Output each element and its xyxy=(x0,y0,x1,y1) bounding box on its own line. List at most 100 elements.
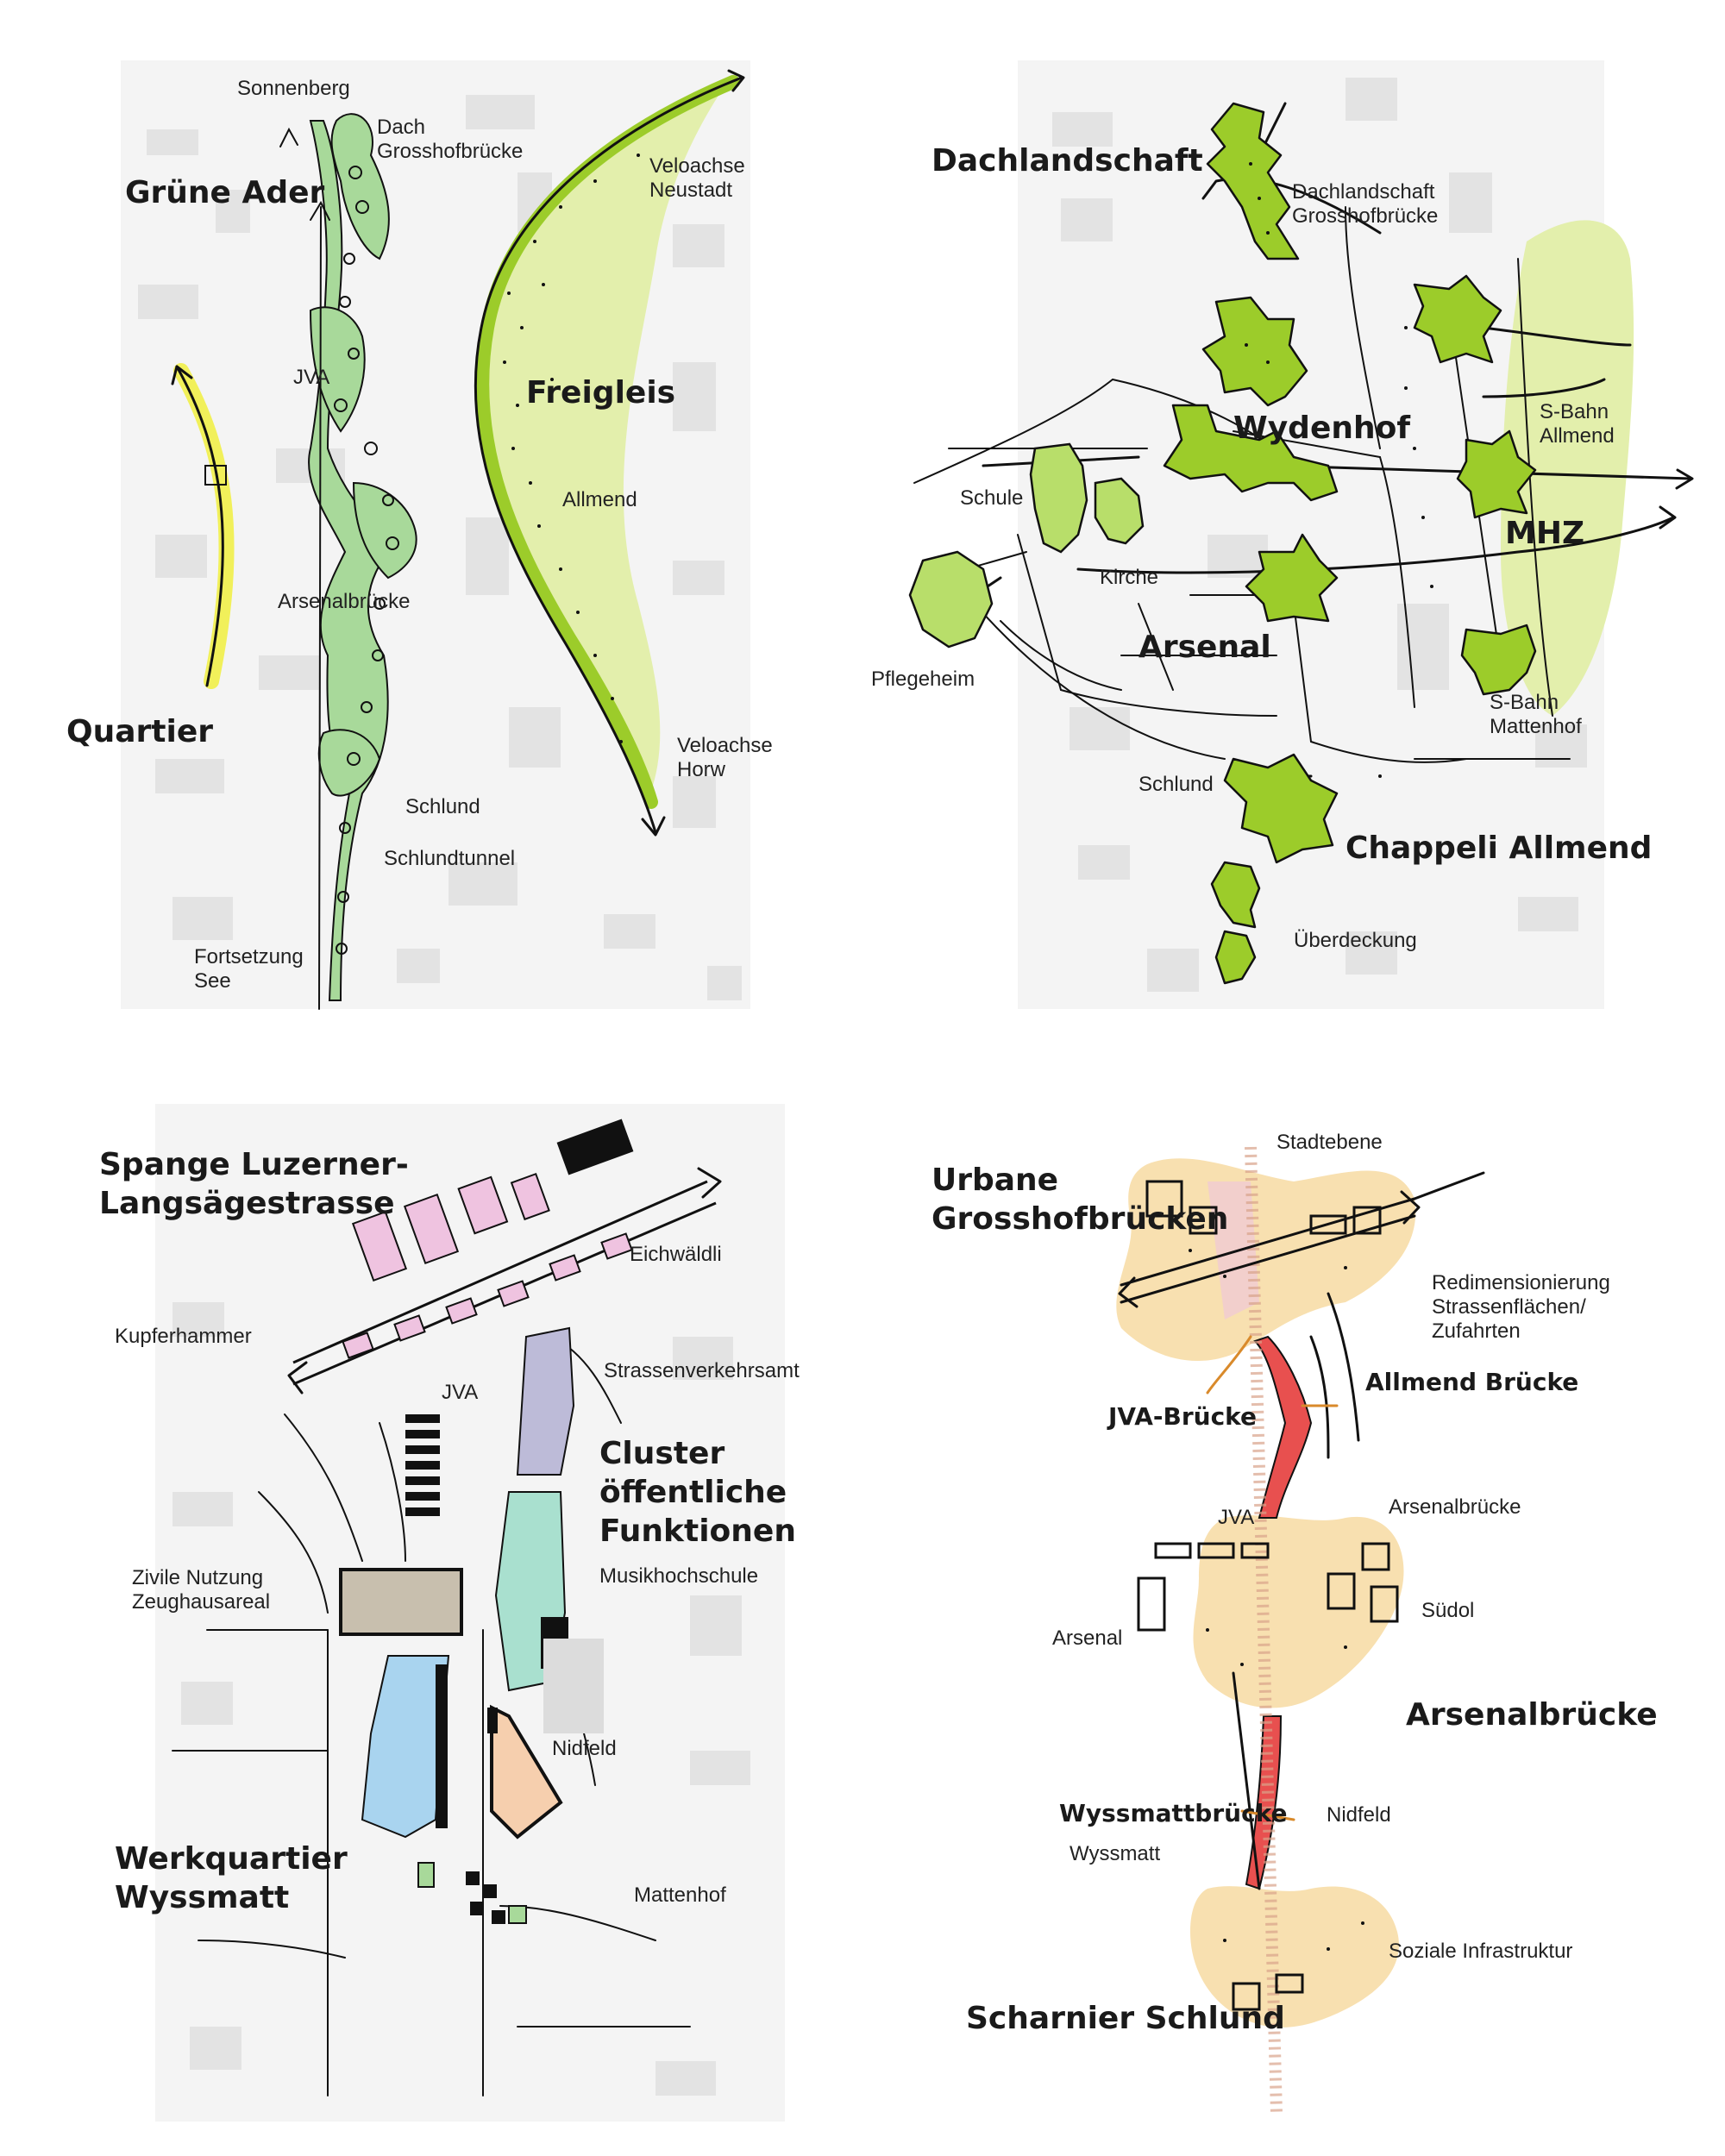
label-jva: JVA xyxy=(442,1381,478,1404)
roof-garden-mattenhof xyxy=(1460,624,1537,696)
label-stadtebene: Stadtebene xyxy=(1276,1131,1383,1154)
label-musikhochschule: Musikhochschule xyxy=(599,1564,758,1588)
label-zivile-line2: Zeughausareal xyxy=(132,1590,270,1614)
gruene-ader-arrow-head-top xyxy=(279,127,298,147)
title-cluster-line1: Cluster xyxy=(599,1436,724,1471)
gruene-ader-jva-blob xyxy=(309,306,366,433)
small-blocks xyxy=(466,1708,505,1924)
freigleis-edge-arrow xyxy=(474,76,743,834)
title-spange-line2: Langsägestrasse xyxy=(99,1186,395,1221)
dot-stipple xyxy=(1189,1249,1364,1951)
label-nidfeld: Nidfeld xyxy=(552,1737,617,1760)
zeughausareal-area xyxy=(339,1568,463,1636)
zone-schlund xyxy=(1190,1886,1399,2028)
orange-arrows xyxy=(1206,1335,1339,1821)
label-fortsetzung-line1: Fortsetzung xyxy=(194,945,304,968)
label-veloachse-neustadt-line1: Veloachse xyxy=(649,154,745,178)
jva-block xyxy=(405,1414,440,1516)
label-arsenal: Arsenal xyxy=(1052,1626,1122,1650)
dot-marks xyxy=(1245,162,1433,778)
label-suedol: Südol xyxy=(1421,1599,1474,1622)
map-gruene-ader: Grüne Ader Freigleis Quartier Sonnenberg… xyxy=(66,60,773,1010)
gruene-ader-arrow-head xyxy=(310,200,330,221)
bridge-allmend-red xyxy=(1253,1335,1313,1519)
spange-arrow-head xyxy=(697,1167,722,1199)
map-background xyxy=(155,1104,785,2122)
map-dachlandschaft: Dachlandschaft Wydenhof MHZ Arsenal Chap… xyxy=(871,60,1694,1009)
label-schule: Schule xyxy=(960,486,1023,510)
label-redimensionierung-line3: Zufahrten xyxy=(1432,1319,1521,1343)
panel-spange-cluster: Spange Luzerner- Langsägestrasse Cluster… xyxy=(0,1078,862,2156)
title-chappeli-allmend: Chappeli Allmend xyxy=(1346,830,1652,866)
mhz-area xyxy=(1501,220,1634,716)
buildings-outline xyxy=(1137,1180,1399,2011)
roof-garden-ueberdeckung-1 xyxy=(1210,861,1261,929)
freigleis-arrow-head-bottom xyxy=(641,816,666,837)
label-kirche: Kirche xyxy=(1100,566,1158,589)
quartier-arc xyxy=(173,363,235,689)
label-sbahn-allmend-line1: S-Bahn xyxy=(1540,400,1609,423)
label-arsenalbruecke: Arsenalbrücke xyxy=(278,590,410,613)
zone-arsenal xyxy=(1193,1515,1404,1708)
roof-garden-schule xyxy=(1029,442,1088,554)
spange-buildings-pink xyxy=(342,1172,633,1359)
spange-road xyxy=(292,1180,708,1364)
werkquartier-edge xyxy=(436,1664,448,1828)
title-gruene-ader: Grüne Ader xyxy=(125,175,325,210)
label-sonnenberg: Sonnenberg xyxy=(237,77,350,100)
roof-garden-ueberdeckung-2 xyxy=(1214,930,1257,985)
title-arsenal: Arsenal xyxy=(1138,630,1271,665)
hatched-pink-area xyxy=(1208,1181,1259,1319)
gruene-ader-dach-blob xyxy=(330,113,390,260)
label-schlund: Schlund xyxy=(1138,773,1214,796)
map-urbane-grosshofbruecken: Urbane Grosshofbrücken Allmend Brücke JV… xyxy=(932,1131,1658,2114)
title-jva-bruecke: JVA-Brücke xyxy=(1107,1402,1257,1431)
label-schlund: Schlund xyxy=(405,795,480,818)
label-sbahn-allmend-line2: Allmend xyxy=(1540,424,1615,448)
title-dachlandschaft: Dachlandschaft xyxy=(932,143,1203,179)
title-spange-line1: Spange Luzerner- xyxy=(99,1147,409,1182)
label-arsenalbruecke-small: Arsenalbrücke xyxy=(1389,1495,1521,1519)
title-werkquartier-line2: Wyssmatt xyxy=(115,1880,289,1915)
road-lines xyxy=(1120,1171,1485,1890)
road-arrow-head-e xyxy=(1400,1190,1421,1225)
street-network xyxy=(913,206,1571,763)
strassenverkehrsamt-area xyxy=(516,1326,575,1476)
label-dachlandschaft-line1: Dachlandschaft xyxy=(1292,180,1435,204)
title-urbane-line2: Grosshofbrücken xyxy=(932,1201,1228,1237)
quartier-building xyxy=(204,465,227,486)
freigleis-line xyxy=(475,75,740,809)
label-redimensionierung-line2: Strassenflächen/ xyxy=(1432,1295,1586,1319)
title-wydenhof: Wydenhof xyxy=(1233,411,1410,446)
spange-black-building xyxy=(556,1119,634,1175)
title-cluster-line3: Funktionen xyxy=(599,1514,796,1549)
panel-urbane-grosshofbruecken: Urbane Grosshofbrücken Allmend Brücke JV… xyxy=(862,1078,1725,2156)
label-jva: JVA xyxy=(293,366,329,389)
roof-garden-chappeli xyxy=(1223,753,1339,864)
background-buildings xyxy=(138,95,742,1000)
roof-garden-wydenhof xyxy=(1163,404,1339,502)
label-veloachse-horw-line2: Horw xyxy=(677,758,726,781)
nidfeld-area xyxy=(490,1704,563,1839)
label-fortsetzung-line2: See xyxy=(194,969,231,993)
title-freigleis: Freigleis xyxy=(526,375,675,411)
label-kupferhammer: Kupferhammer xyxy=(115,1325,252,1348)
roof-gardens xyxy=(1163,102,1537,985)
roof-garden-pflegeheim xyxy=(908,550,994,649)
title-cluster-line2: öffentliche xyxy=(599,1475,787,1510)
title-arsenalbruecke: Arsenalbrücke xyxy=(1406,1697,1658,1733)
label-nidfeld: Nidfeld xyxy=(1327,1803,1391,1827)
label-mattenhof: Mattenhof xyxy=(634,1883,726,1907)
label-jva: JVA xyxy=(1218,1506,1254,1529)
title-quartier: Quartier xyxy=(66,714,213,749)
label-wyssmatt: Wyssmatt xyxy=(1070,1842,1160,1865)
quartier-arrow-head xyxy=(171,365,193,385)
title-werkquartier-line1: Werkquartier xyxy=(115,1841,348,1877)
label-veloachse-horw-line1: Veloachse xyxy=(677,734,773,757)
label-strassenverkehrsamt: Strassenverkehrsamt xyxy=(604,1359,800,1382)
label-schlundtunnel: Schlundtunnel xyxy=(384,847,515,870)
roof-gardens-light xyxy=(908,442,1145,649)
label-sbahn-mattenhof-line2: Mattenhof xyxy=(1490,715,1582,738)
title-mhz: MHZ xyxy=(1505,516,1584,551)
gruene-ader-arrow xyxy=(318,206,322,1010)
